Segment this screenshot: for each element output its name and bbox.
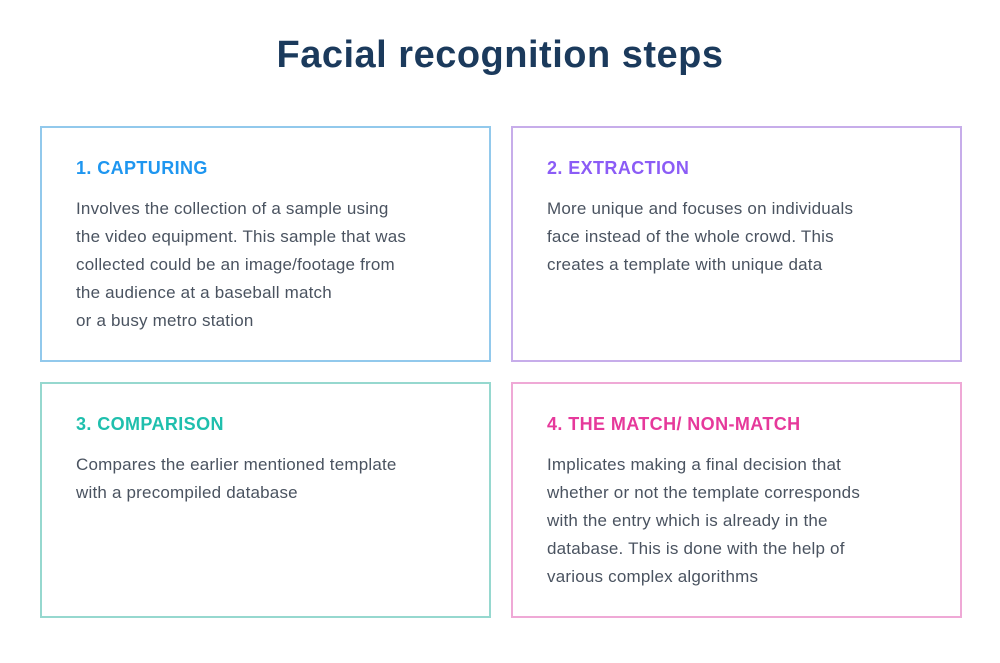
step-body-extraction: More unique and focuses on individuals f…	[547, 199, 854, 274]
step-body-capturing: Involves the collection of a sample usin…	[76, 199, 407, 330]
page-title: Facial recognition steps	[276, 34, 724, 76]
step-heading-extraction: 2. EXTRACTION	[547, 158, 690, 178]
step-card-extraction: 2. EXTRACTION More unique and focuses on…	[511, 126, 962, 362]
step-heading-match-non-match: 4. THE MATCH/ NON-MATCH	[547, 414, 801, 434]
step-card-match-non-match: 4. THE MATCH/ NON-MATCH Implicates makin…	[511, 382, 962, 618]
step-card-capturing: 1. CAPTURING Involves the collection of …	[40, 126, 491, 362]
step-heading-comparison: 3. COMPARISON	[76, 414, 224, 434]
infographic-page: Facial recognition steps 1. CAPTURING In…	[0, 32, 1000, 663]
step-body-comparison: Compares the earlier mentioned template …	[76, 455, 397, 502]
steps-grid: 1. CAPTURING Involves the collection of …	[40, 126, 962, 618]
step-body-match-non-match: Implicates making a final decision that …	[547, 455, 861, 586]
step-heading-capturing: 1. CAPTURING	[76, 158, 208, 178]
step-card-comparison: 3. COMPARISON Compares the earlier menti…	[40, 382, 491, 618]
